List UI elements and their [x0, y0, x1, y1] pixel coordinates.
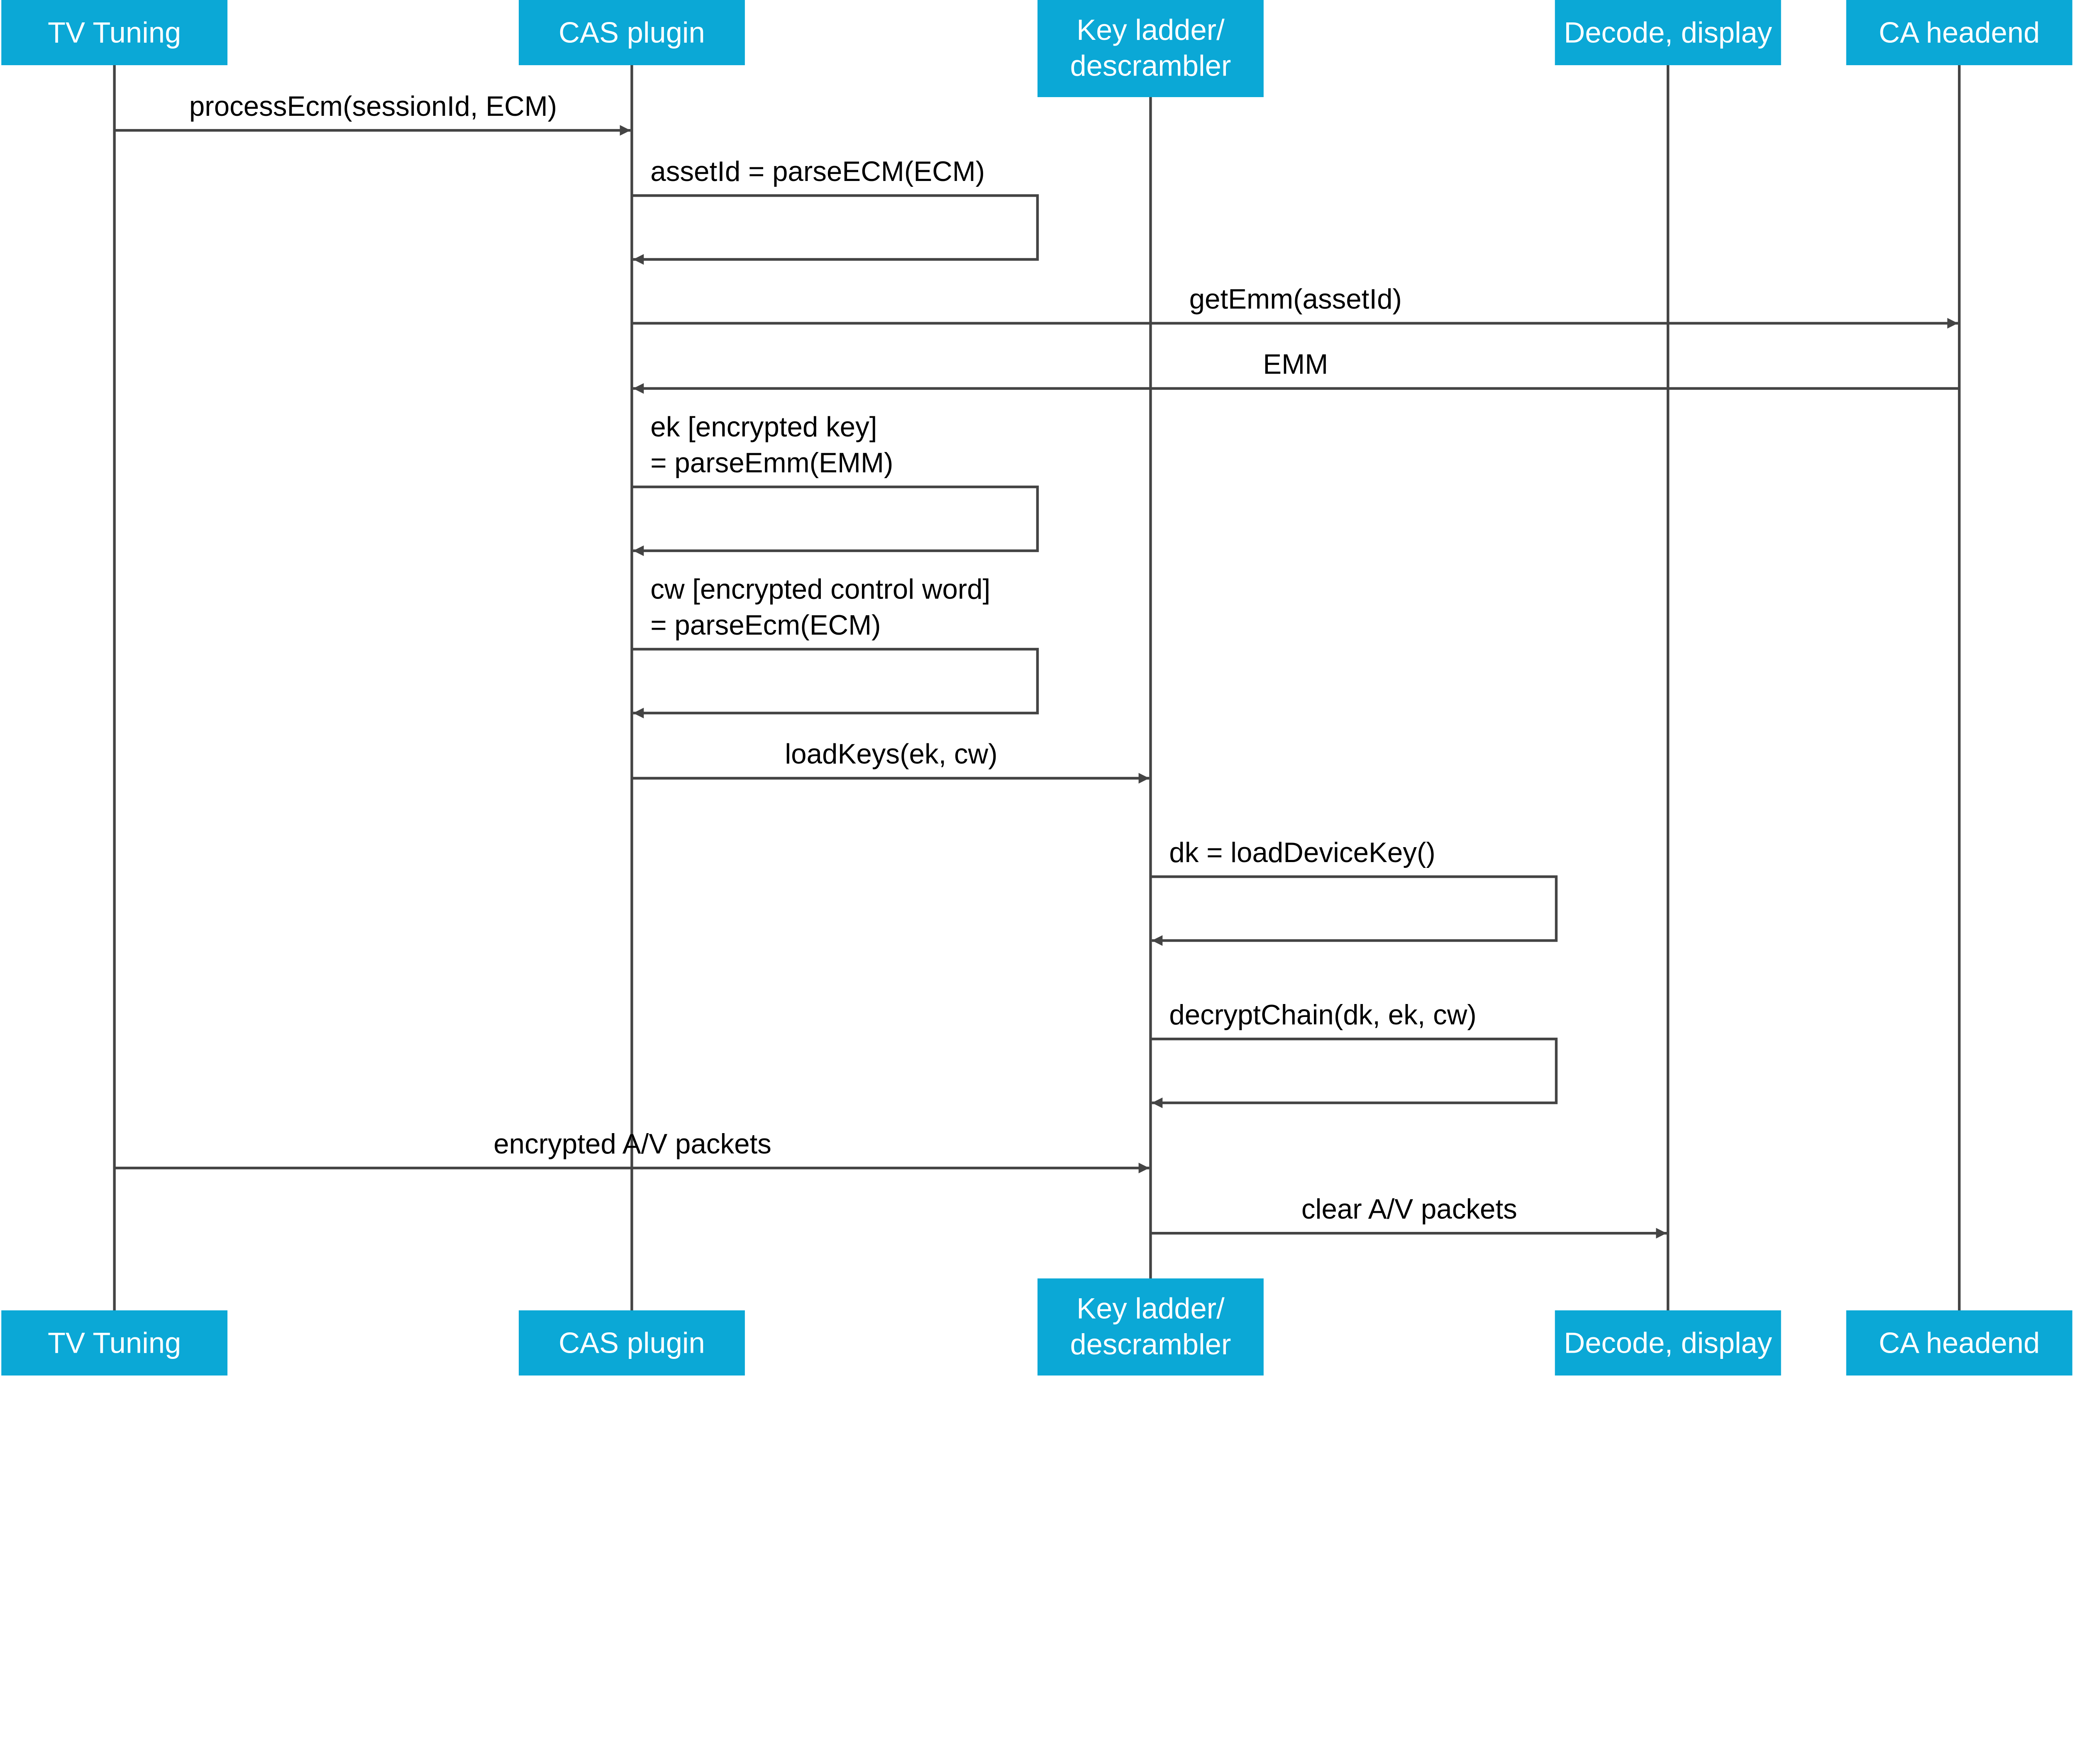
participant-top-kl: Key ladder/descrambler: [1037, 0, 1264, 97]
self-call-arrow: [1150, 875, 1558, 946]
message-7: loadKeys(ek, cw): [632, 739, 1150, 784]
participant-label: CAS plugin: [559, 16, 705, 49]
participant-label: descrambler: [1070, 1328, 1231, 1361]
message-label: dk = loadDeviceKey(): [1169, 837, 1435, 868]
participant-box: [1, 0, 228, 66]
self-call-arrow: [632, 485, 1039, 556]
message-9: decryptChain(dk, ek, cw): [1150, 999, 1558, 1108]
message-label: encrypted A/V packets: [493, 1129, 771, 1160]
participant-box: [518, 0, 745, 66]
participant-label: CA headend: [1879, 1327, 2040, 1359]
participant-top-dec: Decode, display: [1555, 0, 1781, 66]
message-label: ek [encrypted key]: [650, 411, 877, 442]
participant-box: [1037, 1278, 1264, 1376]
message-label: getEmm(assetId): [1189, 284, 1402, 315]
message-label: = parseEmm(EMM): [650, 447, 893, 479]
participant-box: [1, 1310, 228, 1376]
participant-box: [518, 1310, 745, 1376]
message-5: ek [encrypted key] = parseEmm(EMM): [632, 411, 1039, 556]
message-label: loadKeys(ek, cw): [785, 739, 997, 770]
message-1: processEcm(sessionId, ECM): [114, 91, 631, 136]
message-4: EMM: [633, 349, 1960, 394]
participant-label: Key ladder/: [1077, 1292, 1225, 1324]
participant-top-ca: CA headend: [1846, 0, 2073, 66]
message-label: cw [encrypted control word]: [650, 574, 990, 605]
participant-bottom-cas: CAS plugin: [518, 1310, 745, 1376]
participant-label: descrambler: [1070, 49, 1231, 82]
participant-top-cas: CAS plugin: [518, 0, 745, 66]
self-call-arrow: [632, 194, 1039, 265]
message-8: dk = loadDeviceKey(): [1150, 837, 1558, 946]
message-label: decryptChain(dk, ek, cw): [1169, 999, 1477, 1031]
participant-box: [1555, 1310, 1781, 1376]
participant-bottom-kl: Key ladder/descrambler: [1037, 1278, 1264, 1376]
participant-box: [1037, 0, 1264, 97]
participant-label: CA headend: [1879, 16, 2040, 49]
participant-bottom-tv: TV Tuning: [1, 1310, 228, 1376]
self-call-arrow: [1150, 1037, 1558, 1108]
participant-label: Key ladder/: [1077, 13, 1225, 46]
message-label: processEcm(sessionId, ECM): [189, 91, 557, 122]
participant-label: TV Tuning: [48, 16, 181, 49]
participant-label: CAS plugin: [559, 1327, 705, 1359]
message-label: EMM: [1263, 349, 1328, 380]
message-label: = parseEcm(ECM): [650, 610, 881, 641]
participant-box: [1846, 1310, 2073, 1376]
participant-bottom-dec: Decode, display: [1555, 1310, 1781, 1376]
participant-bottom-ca: CA headend: [1846, 1310, 2073, 1376]
participant-label: Decode, display: [1564, 1327, 1772, 1359]
participant-box: [1846, 0, 2073, 66]
message-label: assetId = parseECM(ECM): [650, 156, 985, 187]
participant-label: TV Tuning: [48, 1327, 181, 1359]
participant-top-tv: TV Tuning: [1, 0, 228, 66]
message-6: cw [encrypted control word] = parseEcm(EC…: [632, 574, 1039, 718]
participant-box: [1555, 0, 1781, 66]
participant-label: Decode, display: [1564, 16, 1772, 49]
self-call-arrow: [632, 647, 1039, 718]
message-10: encrypted A/V packets: [114, 1129, 1150, 1173]
message-2: assetId = parseECM(ECM): [632, 156, 1039, 265]
message-label: clear A/V packets: [1301, 1194, 1517, 1225]
message-11: clear A/V packets: [1150, 1194, 1667, 1239]
message-3: getEmm(assetId): [632, 284, 1958, 329]
